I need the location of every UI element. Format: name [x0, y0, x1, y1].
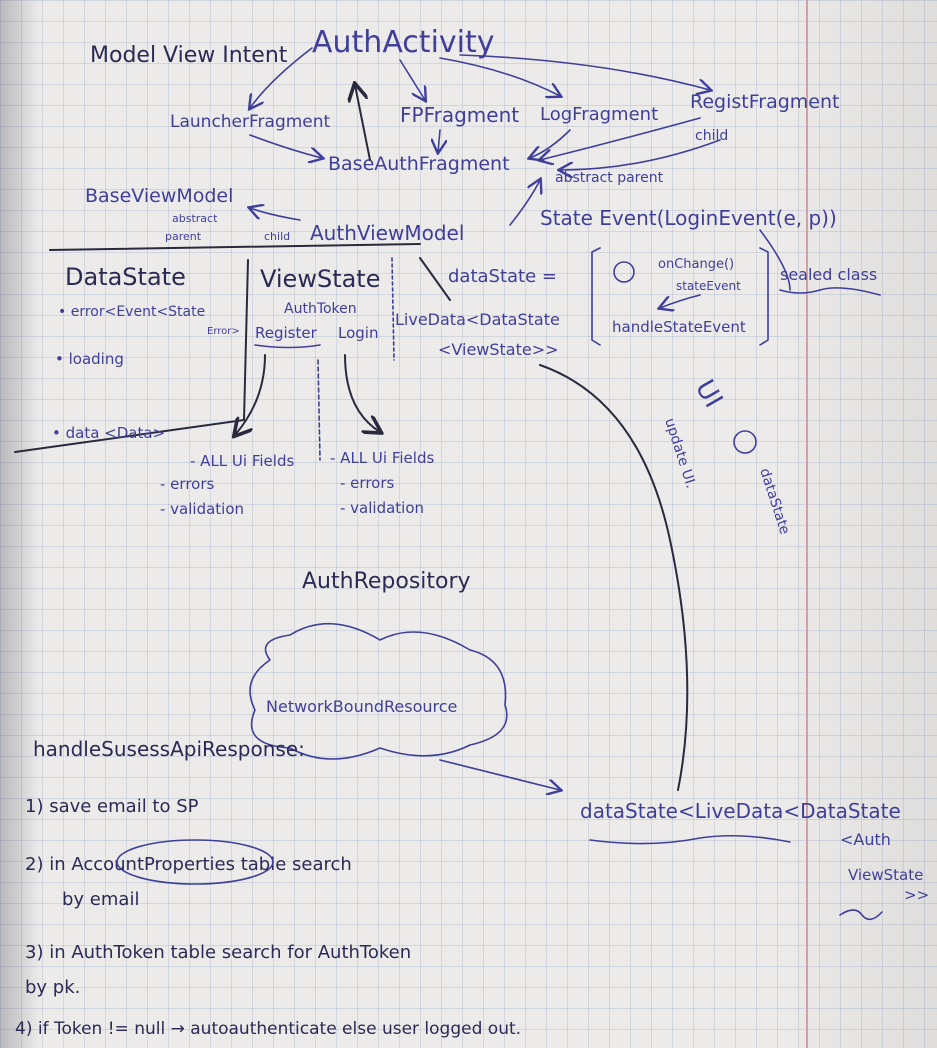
register-underline [254, 344, 321, 349]
arrow-register-to-fields [235, 354, 266, 435]
arrow-to-log [439, 57, 560, 96]
bottom-squiggle [839, 909, 883, 921]
register-label: Register [255, 324, 318, 342]
data-state-decl-prefix: dataState = [448, 266, 557, 287]
arrow-launcher-to-base [249, 134, 322, 158]
ui-smiley-icon [733, 430, 757, 454]
fp-fragment-label: FPFragment [400, 103, 519, 127]
arrow-regist-to-base [540, 117, 701, 160]
on-change-label: onChange() [658, 257, 734, 272]
brace-right [759, 247, 769, 346]
base-view-model-label: BaseViewModel [85, 185, 233, 207]
ui-label: UI [689, 375, 728, 413]
step-3: 3) in AuthToken table search for AuthTok… [25, 942, 411, 963]
bottom-data-state-squiggle [589, 834, 791, 845]
state-event-small-label: stateEvent [676, 279, 741, 293]
data-state-error: • error<Event<State [58, 304, 205, 320]
page-shade [777, 0, 937, 1048]
handle-state-event-label: handleStateEvent [612, 318, 746, 336]
state-event-hook [759, 229, 791, 291]
parent-left-label: parent [165, 230, 202, 243]
handle-success-title: handleSusessApiResponse: [33, 737, 305, 761]
sealed-class-label: sealed class [780, 265, 877, 284]
smiley-icon [613, 261, 635, 283]
ui-data-state-label: dataState [756, 466, 792, 536]
auth-repository-label: AuthRepository [302, 569, 471, 594]
arrow-to-fp [399, 59, 425, 100]
register-fields-line3: - validation [160, 500, 244, 518]
fields-divider [317, 359, 321, 461]
margin-line [806, 0, 808, 1048]
data-state-title: DataState [65, 263, 186, 291]
login-label: Login [338, 324, 378, 342]
sealed-class-squiggle [779, 287, 881, 296]
arrow-to-regist [459, 54, 710, 90]
register-fields-line1: - ALL Ui Fields [190, 452, 294, 470]
step-2: 2) in AccountProperties table search [25, 854, 352, 875]
step-3b: by pk. [25, 977, 80, 998]
bottom-data-state-line1: dataState<LiveData<DataState [580, 799, 901, 823]
bottom-auth-label: <Auth [840, 830, 891, 849]
step-1: 1) save email to SP [25, 796, 199, 817]
auth-token-label: AuthToken [284, 301, 357, 317]
login-fields-line2: - errors [340, 474, 394, 492]
bottom-view-state-label: ViewState [848, 866, 923, 884]
abstract-left-label: abstract [172, 212, 218, 225]
step-4: 4) if Token != null → autoauthenticate e… [15, 1019, 521, 1039]
login-fields-line1: - ALL Ui Fields [330, 449, 434, 467]
long-pencil-arrow [539, 364, 689, 791]
data-state-decl-type2: <ViewState>> [438, 340, 559, 359]
register-fields-line2: - errors [160, 475, 214, 493]
step-2b: by email [62, 889, 139, 910]
state-event-label: State Event(LoginEvent(e, p)) [540, 206, 837, 230]
child-left-label: child [264, 230, 290, 243]
brace-left [591, 247, 601, 346]
page-fold-shadow [0, 0, 40, 1048]
arrow-to-bottom-datastate [439, 759, 560, 790]
data-state-data: • data <Data> [52, 424, 165, 442]
login-fields-line3: - validation [340, 499, 424, 517]
network-cloud [249, 622, 508, 760]
regist-fragment-label: RegistFragment [690, 91, 839, 113]
arrow-to-launcher [250, 47, 313, 108]
update-ui-label: update UI. [661, 416, 699, 490]
arrow-login-to-fields [344, 354, 380, 432]
arrow-to-handle [660, 294, 701, 308]
bottom-close-brackets: >> [904, 886, 929, 904]
auth-activity-label: AuthActivity [312, 25, 495, 60]
account-properties-ellipse [116, 839, 274, 885]
data-state-loading: • loading [55, 350, 124, 368]
arrow-log-to-base [530, 129, 571, 158]
log-fragment-label: LogFragment [540, 104, 658, 125]
view-state-pointer [419, 257, 451, 301]
view-state-title: ViewState [260, 265, 380, 293]
abstract-parent-right-label: abstract parent [555, 170, 664, 186]
view-state-divider [391, 257, 395, 361]
network-bound-label: NetworkBoundResource [266, 697, 457, 716]
data-state-decl-type1: LiveData<DataState [395, 310, 560, 329]
arrow-avm-to-bvm [250, 208, 301, 221]
child-note: child [695, 128, 728, 144]
arrow-fp-to-base [438, 129, 440, 152]
launcher-fragment-label: LauncherFragment [170, 112, 331, 132]
divider-top [49, 243, 421, 251]
mvi-label: Model View Intent [90, 43, 288, 68]
arrow-avm-up [509, 180, 540, 226]
auth-view-model-label: AuthViewModel [310, 221, 464, 245]
base-auth-fragment-label: BaseAuthFragment [328, 153, 510, 175]
data-state-error-sub: Error> [207, 326, 240, 337]
arrow-regist-parent [560, 139, 721, 170]
arrow-base-to-activity [355, 85, 371, 161]
